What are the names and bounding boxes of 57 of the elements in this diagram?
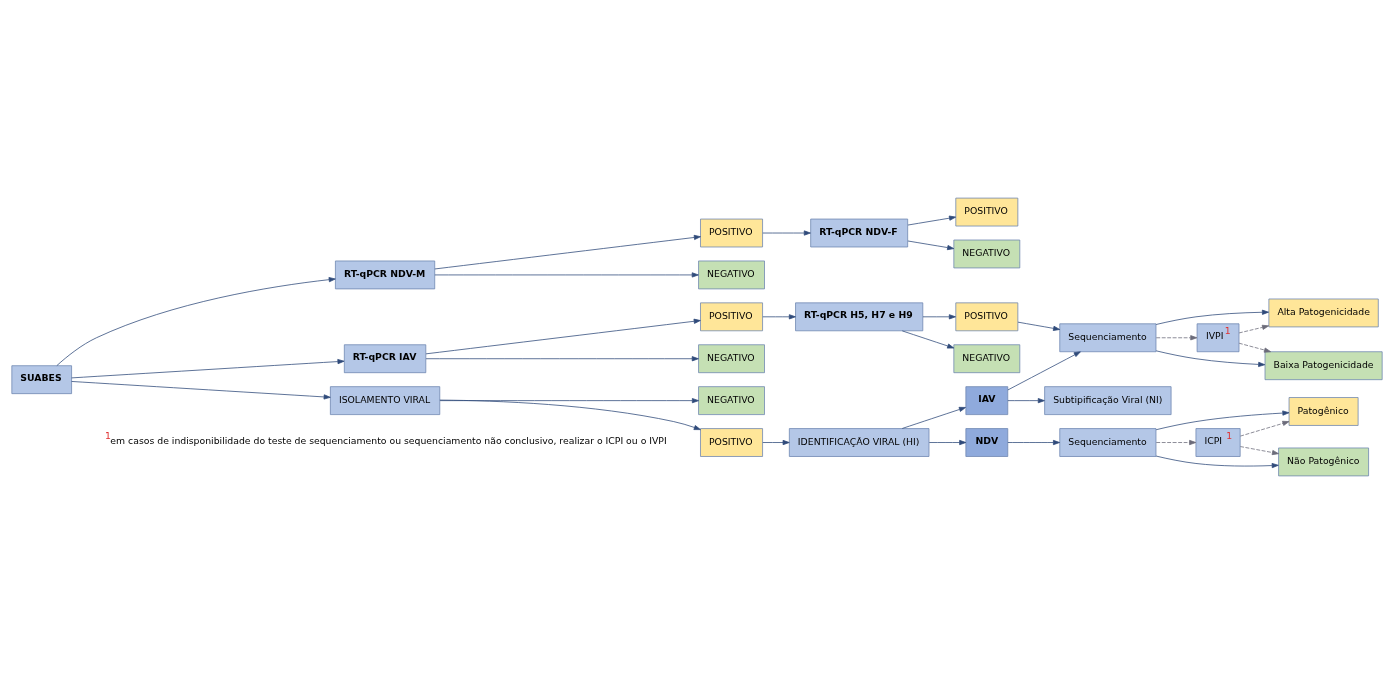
arrow	[1239, 446, 1279, 456]
arrow	[762, 314, 796, 320]
arrow	[1155, 335, 1198, 341]
arrow	[1155, 410, 1290, 431]
node-box: RT-qPCR IAV	[343, 344, 427, 374]
arrow	[425, 318, 701, 355]
arrow	[901, 406, 966, 429]
arrow	[434, 234, 701, 270]
arrow	[928, 439, 967, 446]
node-box: Sequenciamento	[1059, 428, 1157, 457]
arrow	[922, 314, 956, 320]
arrow	[71, 359, 345, 379]
node-box: POSITIVO	[700, 428, 763, 457]
node-box: NEGATIVO	[698, 344, 765, 374]
arrow	[56, 277, 336, 366]
arrow	[907, 215, 957, 226]
arrow	[901, 330, 955, 349]
node-box: Alta Patogenicidade	[1268, 298, 1379, 328]
node-box: Patogênico	[1288, 397, 1359, 426]
arrow	[762, 230, 811, 236]
node-box: Sequenciamento	[1059, 323, 1157, 353]
arrow	[1007, 351, 1081, 391]
arrow	[1007, 439, 1060, 446]
arrow	[1155, 309, 1269, 325]
node-box: POSITIVO	[955, 197, 1019, 227]
node-box: Baixa Patogenicidade	[1264, 351, 1383, 381]
arrow	[1007, 398, 1045, 404]
node-box: POSITIVO	[700, 302, 763, 332]
node-box: Subtipificação Viral (NI)	[1044, 386, 1172, 415]
arrow	[425, 356, 699, 362]
arrow	[762, 439, 790, 446]
node-box: POSITIVO	[955, 302, 1019, 332]
arrow	[1155, 350, 1266, 367]
node-box: RT-qPCR NDV-F	[810, 218, 909, 248]
node-box: NEGATIVO	[698, 260, 765, 290]
node-box: SUABES	[11, 365, 72, 395]
node-box: NEGATIVO	[698, 386, 765, 415]
node-box: POSITIVO	[700, 218, 763, 248]
arrow	[1239, 420, 1290, 437]
arrow	[1238, 324, 1270, 334]
arrow	[1017, 321, 1061, 331]
node-box: Não Patogênico	[1278, 447, 1369, 477]
node-box: NEGATIVO	[953, 344, 1021, 374]
node-box: IAV	[965, 386, 1009, 415]
arrow	[1155, 455, 1279, 469]
arrow	[907, 240, 955, 251]
arrow	[1238, 342, 1272, 353]
node-box: NEGATIVO	[953, 239, 1021, 269]
arrow	[71, 381, 331, 400]
node-box: RT-qPCR NDV-M	[335, 260, 436, 290]
node-box: NDV	[965, 428, 1009, 457]
arrow	[1155, 439, 1197, 446]
node-box: IDENTIFICAÇÃO VIRAL (HI)	[788, 428, 930, 457]
node-box: ISOLAMENTO VIRAL	[329, 386, 441, 415]
node-box: RT-qPCR H5, H7 e H9	[795, 302, 924, 332]
arrow	[434, 272, 699, 278]
arrow	[439, 399, 701, 430]
